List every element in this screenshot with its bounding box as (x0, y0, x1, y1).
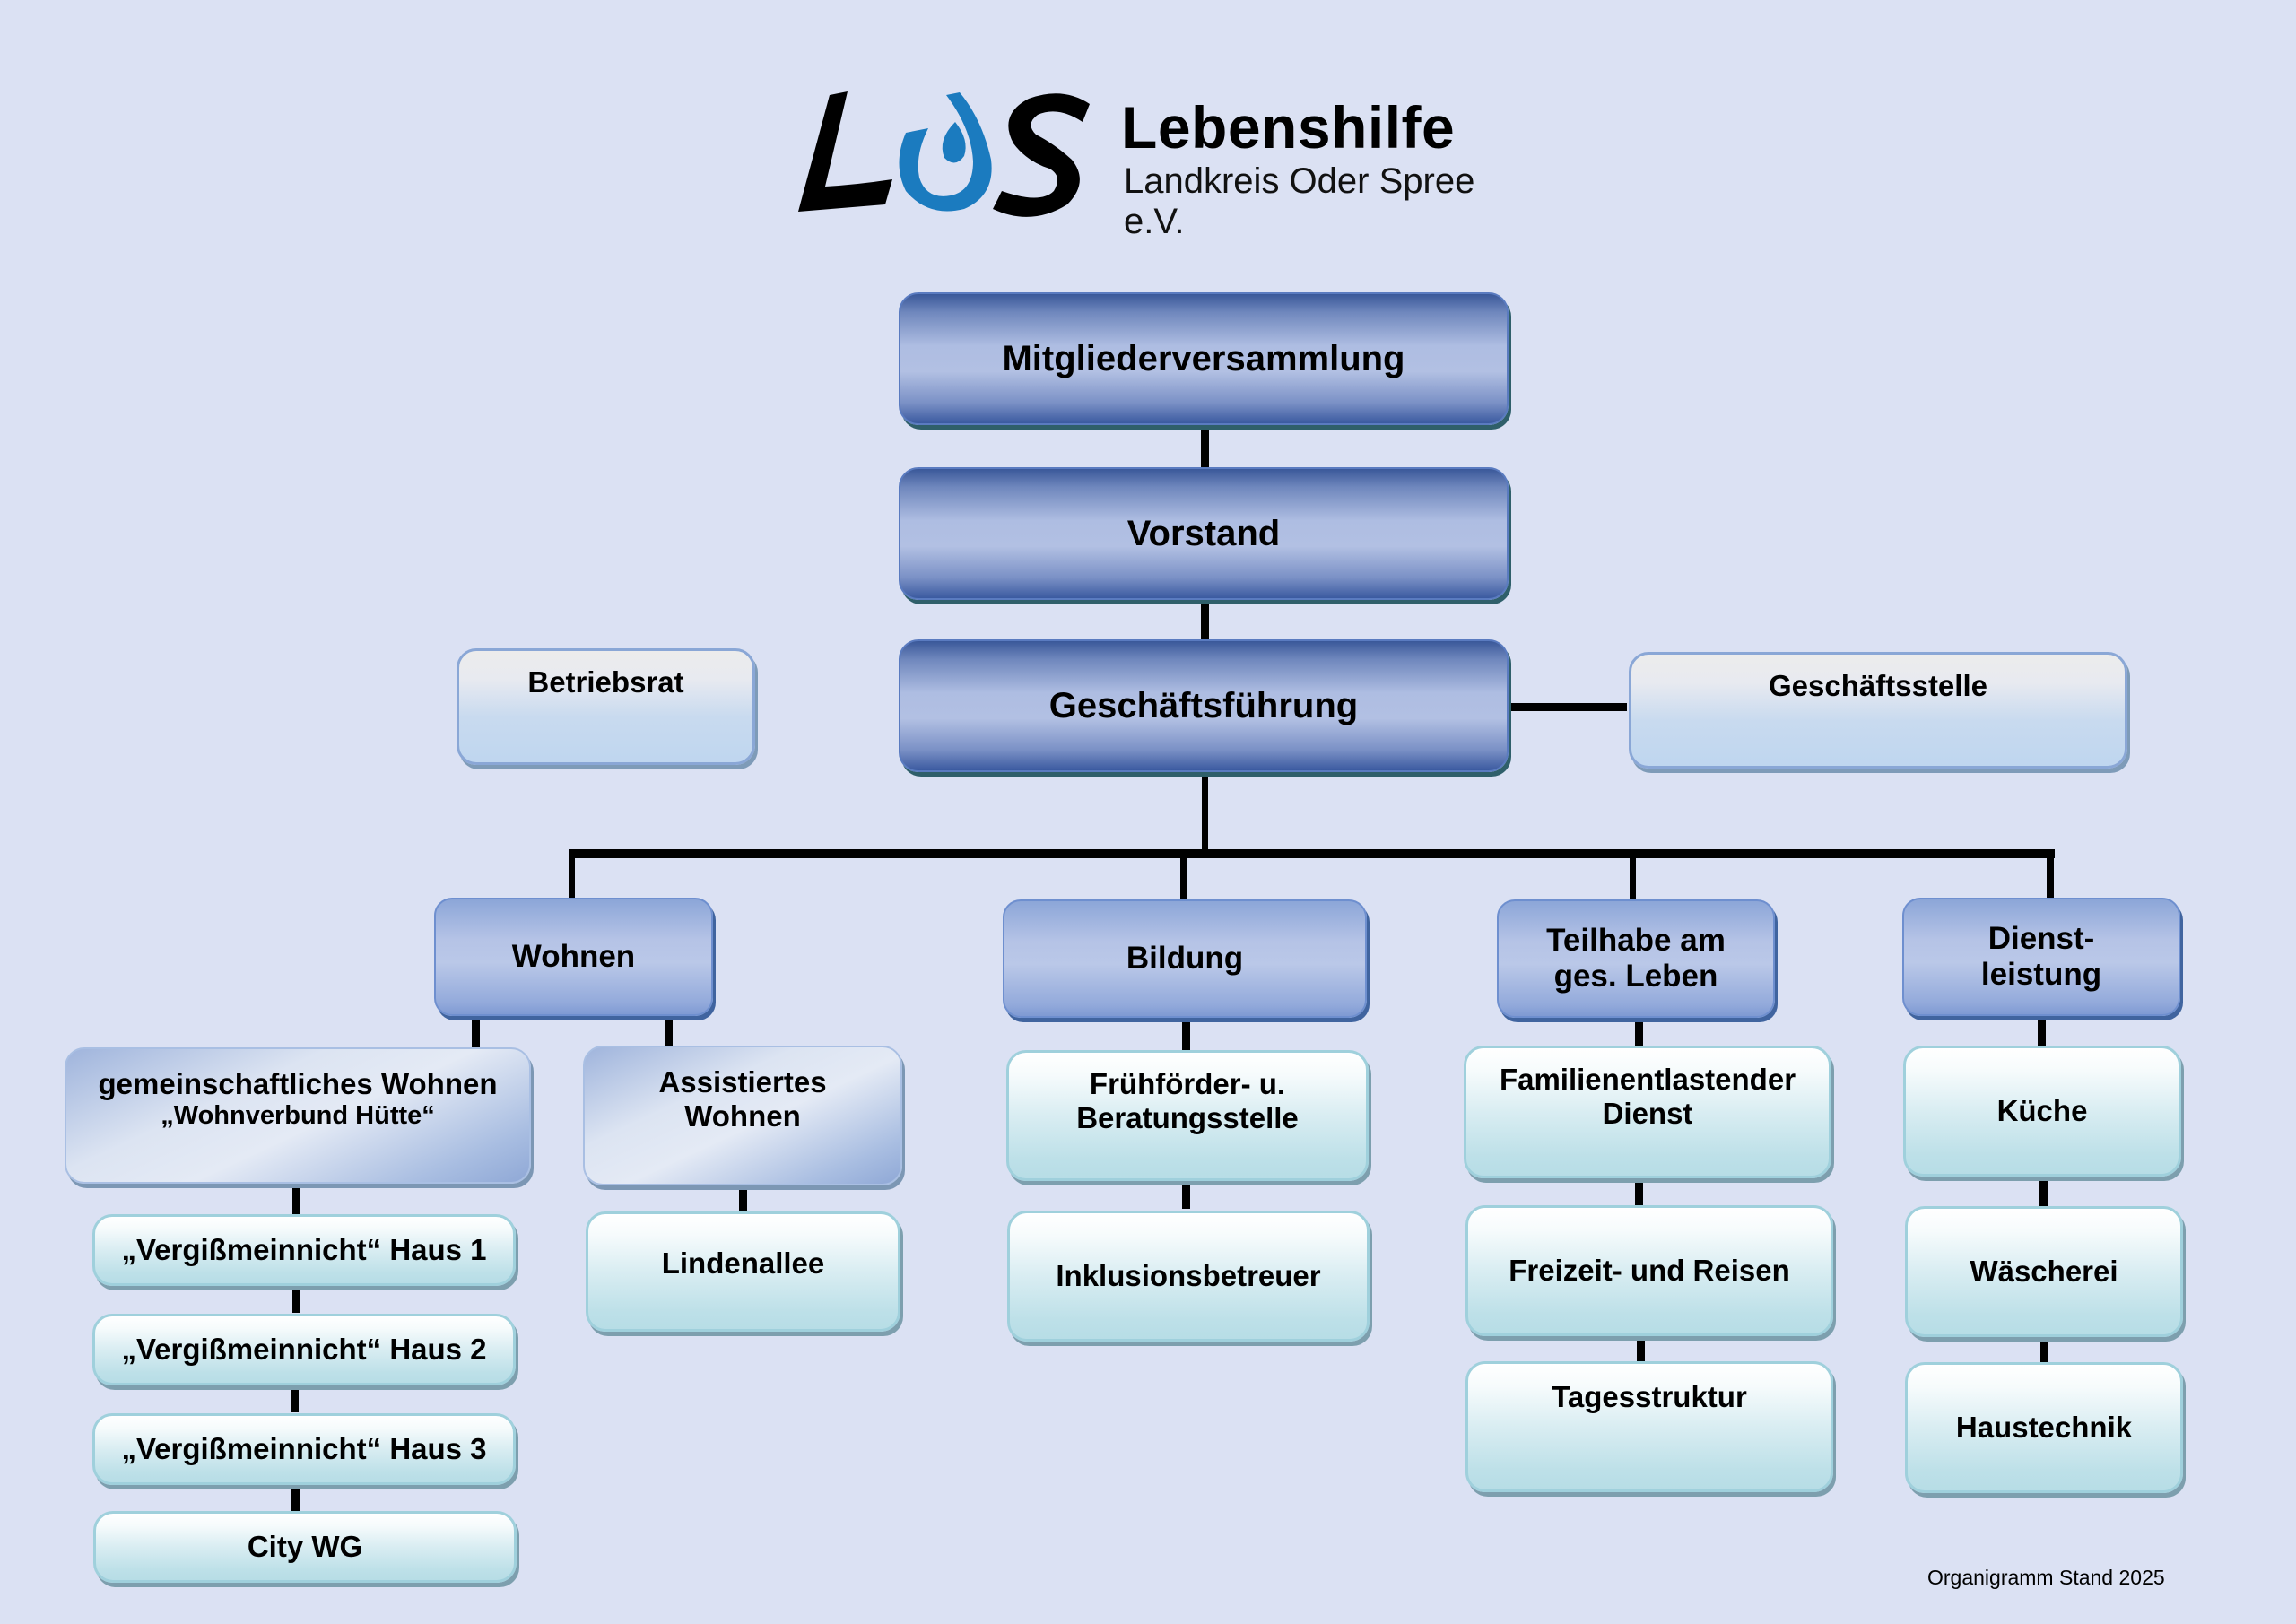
connector-wohnen-assistiert (665, 1016, 673, 1046)
node-label-line2: „Wohnverbund Hütte“ (161, 1100, 435, 1130)
node-vorstand[interactable]: Vorstand (899, 467, 1509, 600)
node-assistiertes-wohnen[interactable]: Assistiertes Wohnen (583, 1046, 902, 1185)
node-haus-2[interactable]: „Vergißmeinnicht“ Haus 2 (92, 1314, 516, 1385)
node-gemeinschaftliches-wohnen[interactable]: gemeinschaftliches Wohnen „Wohnverbund H… (65, 1047, 531, 1184)
connector-board-management (1201, 599, 1209, 640)
node-label: Geschäftsführung (1048, 686, 1359, 725)
connector-haus2-haus3 (291, 1385, 299, 1412)
node-label: Wäscherei (1970, 1255, 2118, 1289)
node-label: Bildung (1126, 940, 1244, 976)
connector-to-teilhabe (1630, 852, 1636, 899)
node-betriebsrat[interactable]: Betriebsrat (457, 648, 755, 765)
node-label-line1: Assistiertes (658, 1065, 827, 1099)
node-label: Geschäftsstelle (1769, 669, 1987, 702)
connector-fed-freizeit (1635, 1178, 1643, 1205)
connector-bildung-fruehfoerder (1182, 1022, 1190, 1051)
connector-fruehfoerder-inklusion (1182, 1182, 1190, 1209)
node-label: Mitgliederversammlung (1002, 339, 1405, 378)
node-haus-1[interactable]: „Vergißmeinnicht“ Haus 1 (92, 1214, 516, 1286)
connector-department-bar (569, 849, 2055, 858)
footer-note: Organigramm Stand 2025 (1927, 1566, 2165, 1589)
node-inklusionsbetreuer[interactable]: Inklusionsbetreuer (1007, 1211, 1370, 1342)
node-teilhabe[interactable]: Teilhabe am ges. Leben (1497, 899, 1775, 1018)
connector-management-office (1510, 703, 1627, 711)
logo-subtitle: Landkreis Oder Spree e.V. (1124, 161, 1475, 241)
node-label-line1: Dienst- (1987, 920, 2095, 956)
node-label-line2: Beratungsstelle (1076, 1100, 1299, 1134)
node-label: Betriebsrat (527, 665, 684, 699)
connector-teilhabe-fed (1635, 1020, 1643, 1047)
node-label: „Vergißmeinnicht“ Haus 3 (121, 1432, 487, 1466)
node-label: Wohnen (511, 938, 636, 974)
connector-to-bildung (1180, 852, 1187, 899)
node-tagesstruktur[interactable]: Tagesstruktur (1465, 1361, 1833, 1492)
connector-freizeit-tagesstruktur (1637, 1335, 1645, 1362)
connector-wohnen-gemeinschaftlich (472, 1016, 480, 1048)
connector-waescherei-haustechnik (2040, 1337, 2048, 1364)
node-label-line1: Familienentlastender (1499, 1063, 1796, 1096)
connector-to-dienstleistung (2047, 852, 2054, 899)
connector-management-trunk (1202, 773, 1208, 850)
connector-gemeinschaftlich-haus1 (292, 1185, 300, 1216)
connector-assistiert-lindenallee (739, 1185, 747, 1212)
node-label: Küche (1996, 1094, 2088, 1128)
los-logo-mark-icon (798, 91, 1090, 217)
node-label: „Vergißmeinnicht“ Haus 2 (121, 1333, 487, 1367)
node-label: „Vergißmeinnicht“ Haus 1 (121, 1233, 487, 1267)
connector-haus3-citywg (291, 1484, 300, 1511)
node-label-line1: gemeinschaftliches Wohnen (98, 1067, 498, 1100)
node-freizeit-reisen[interactable]: Freizeit- und Reisen (1465, 1205, 1833, 1336)
node-fruehfoerder[interactable]: Frühförder- u. Beratungsstelle (1006, 1050, 1369, 1181)
node-label-line2: Dienst (1602, 1096, 1693, 1130)
node-dienstleistung[interactable]: Dienst- leistung (1902, 898, 2180, 1016)
connector-to-wohnen (569, 852, 575, 899)
connector-kueche-waescherei (2039, 1180, 2048, 1207)
node-waescherei[interactable]: Wäscherei (1905, 1206, 2183, 1337)
logo: Lebenshilfe Landkreis Oder Spree e.V. (794, 79, 1511, 241)
connector-members-board (1201, 427, 1209, 468)
node-label: Vorstand (1126, 514, 1281, 553)
node-label-line1: Frühförder- u. (1089, 1067, 1286, 1100)
node-wohnen[interactable]: Wohnen (434, 898, 713, 1016)
connector-haus1-haus2 (292, 1286, 300, 1313)
logo-name: Lebenshilfe (1121, 94, 1456, 161)
node-familienentlastender-dienst[interactable]: Familienentlastender Dienst (1464, 1046, 1831, 1178)
node-label: Lindenallee (661, 1246, 825, 1280)
node-lindenallee[interactable]: Lindenallee (586, 1211, 900, 1332)
node-haus-3[interactable]: „Vergißmeinnicht“ Haus 3 (92, 1413, 516, 1485)
node-label-line2: ges. Leben (1553, 959, 1718, 994)
connector-dienstleistung-kueche (2038, 1020, 2046, 1047)
node-geschaeftsstelle[interactable]: Geschäftsstelle (1629, 652, 2127, 769)
node-label-line2: leistung (1980, 957, 2102, 992)
node-label: Haustechnik (1955, 1411, 2133, 1445)
node-label: Inklusionsbetreuer (1056, 1259, 1321, 1293)
node-geschaeftsfuehrung[interactable]: Geschäftsführung (899, 639, 1509, 772)
node-label-line1: Teilhabe am (1546, 922, 1726, 958)
node-label-line2: Wohnen (684, 1099, 801, 1133)
node-haustechnik[interactable]: Haustechnik (1905, 1362, 2183, 1493)
node-label: Freizeit- und Reisen (1509, 1254, 1790, 1288)
node-label: City WG (247, 1530, 363, 1564)
node-city-wg[interactable]: City WG (93, 1511, 517, 1583)
node-label: Tagesstruktur (1552, 1380, 1747, 1413)
node-mitgliederversammlung[interactable]: Mitgliederversammlung (899, 292, 1509, 425)
node-kueche[interactable]: Küche (1903, 1046, 2181, 1177)
node-bildung[interactable]: Bildung (1003, 899, 1367, 1018)
